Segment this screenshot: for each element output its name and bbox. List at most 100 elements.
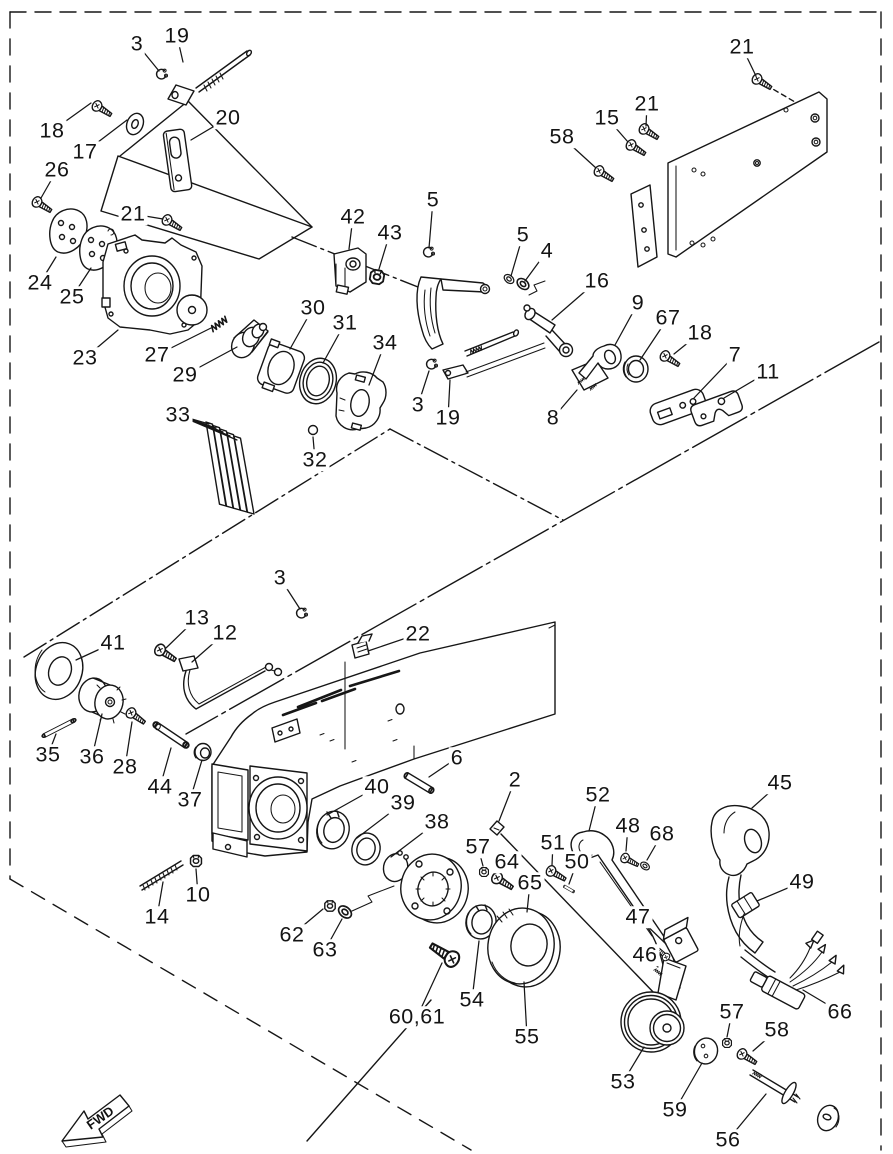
leader-line: [184, 346, 238, 376]
leader-line: [84, 329, 119, 359]
leader-line: [727, 1093, 767, 1141]
leader-line: [367, 633, 419, 652]
leader-line: [673, 332, 701, 355]
part-28-screw: [123, 705, 149, 728]
leader-line: [723, 371, 769, 399]
part-44-pin: [151, 719, 191, 751]
leader-line: [378, 232, 391, 270]
part-37-bushing: [193, 742, 212, 762]
leader-line: [568, 861, 578, 885]
leader-line: [124, 721, 133, 768]
leader-line: [498, 861, 508, 873]
leader-line: [176, 35, 184, 63]
leader-line: [390, 821, 438, 858]
part-41-washer: [34, 641, 84, 701]
part-17-washer: [125, 112, 145, 136]
part-36-detent-wheel: [78, 677, 127, 724]
part-21-screw-top: [749, 71, 775, 94]
leader-line: [416, 962, 443, 1018]
leader-line: [645, 103, 648, 127]
part-57-nut: [478, 866, 490, 878]
part-26-screw: [29, 194, 55, 217]
part-47-pivot-block: [657, 916, 699, 1001]
part-11-plate: [690, 390, 743, 427]
part-3-clip-body: [295, 607, 309, 619]
leader-line: [646, 833, 663, 861]
leader-line: [91, 713, 103, 758]
leader-line: [644, 954, 659, 968]
part-56-shaft: [749, 1069, 840, 1132]
leader-line: [322, 322, 346, 364]
fwd-arrow: FWD: [61, 1094, 133, 1148]
part-5-ring: [501, 272, 517, 286]
part-6-pin: [402, 771, 436, 795]
leader-line: [526, 882, 531, 913]
leader-line: [39, 256, 57, 284]
part-2-key: [489, 820, 505, 836]
part-3-clip-mid: [425, 358, 439, 370]
part-43-nut: [368, 268, 386, 286]
leader-line: [289, 307, 314, 350]
part-67-grommet: [622, 355, 649, 383]
leader-line: [523, 981, 528, 1038]
part-64-screw: [488, 869, 517, 894]
part-7-plate: [649, 388, 707, 426]
part-34-cam: [335, 371, 387, 431]
leader-line: [551, 842, 554, 866]
part-10-nut: [189, 854, 203, 868]
leader-line: [477, 846, 484, 867]
leader-line: [40, 169, 58, 199]
leader-line: [191, 632, 226, 663]
part-33-shims: [205, 421, 255, 515]
leader-line: [756, 881, 803, 902]
part-9-arm: [578, 343, 622, 380]
leader-line: [132, 213, 164, 220]
part-27-spring: [208, 315, 230, 333]
leader-line: [189, 759, 203, 801]
leader-line: [47, 733, 57, 756]
part-40-bushing: [316, 810, 350, 850]
part-32-ball: [307, 424, 319, 436]
part-51-screw: [543, 863, 569, 885]
leader-line: [324, 918, 343, 951]
part-18-screw: [89, 98, 115, 121]
part-18-screw-mid: [657, 348, 683, 371]
part-60-61-screw: [425, 937, 463, 971]
leader-line: [51, 102, 92, 132]
leader-line: [326, 786, 378, 816]
part-12-cable-clamp: [178, 655, 283, 710]
part-4-5-bracket-group: [416, 276, 491, 350]
part-50-pin: [562, 884, 576, 894]
part-21-screw-mid: [636, 121, 662, 144]
leader-line: [625, 825, 629, 852]
leader-line: [551, 280, 598, 321]
part-4-washer: [514, 275, 532, 293]
part-63-washer: [335, 902, 355, 922]
leader-line: [136, 43, 160, 72]
leader-line: [428, 757, 458, 778]
part-53-spiral-drum: [620, 991, 685, 1053]
part-49-connector: [731, 892, 760, 947]
leader-line: [417, 370, 430, 406]
part-58-screw-lower: [734, 1046, 760, 1069]
leader-line: [524, 250, 548, 282]
leader-line: [428, 199, 434, 249]
leader-line: [291, 908, 324, 936]
part-35-pin: [40, 716, 78, 740]
part-body-housing: [211, 621, 556, 858]
leader-line: [751, 782, 781, 809]
leader-line: [348, 216, 354, 250]
part-54-collar: [465, 904, 497, 940]
part-29-boot: [230, 319, 269, 359]
leader-line: [165, 617, 198, 649]
part-drum-plate: [400, 853, 469, 924]
leader-line: [752, 1029, 778, 1052]
leader-line: [561, 136, 597, 169]
leader-line: [588, 794, 599, 832]
leader-line: [498, 779, 516, 822]
leader-line: [356, 802, 404, 839]
part-22-connector: [351, 633, 373, 659]
part-14-15-mount-plates: [630, 91, 828, 268]
part-62-nut: [324, 900, 336, 912]
